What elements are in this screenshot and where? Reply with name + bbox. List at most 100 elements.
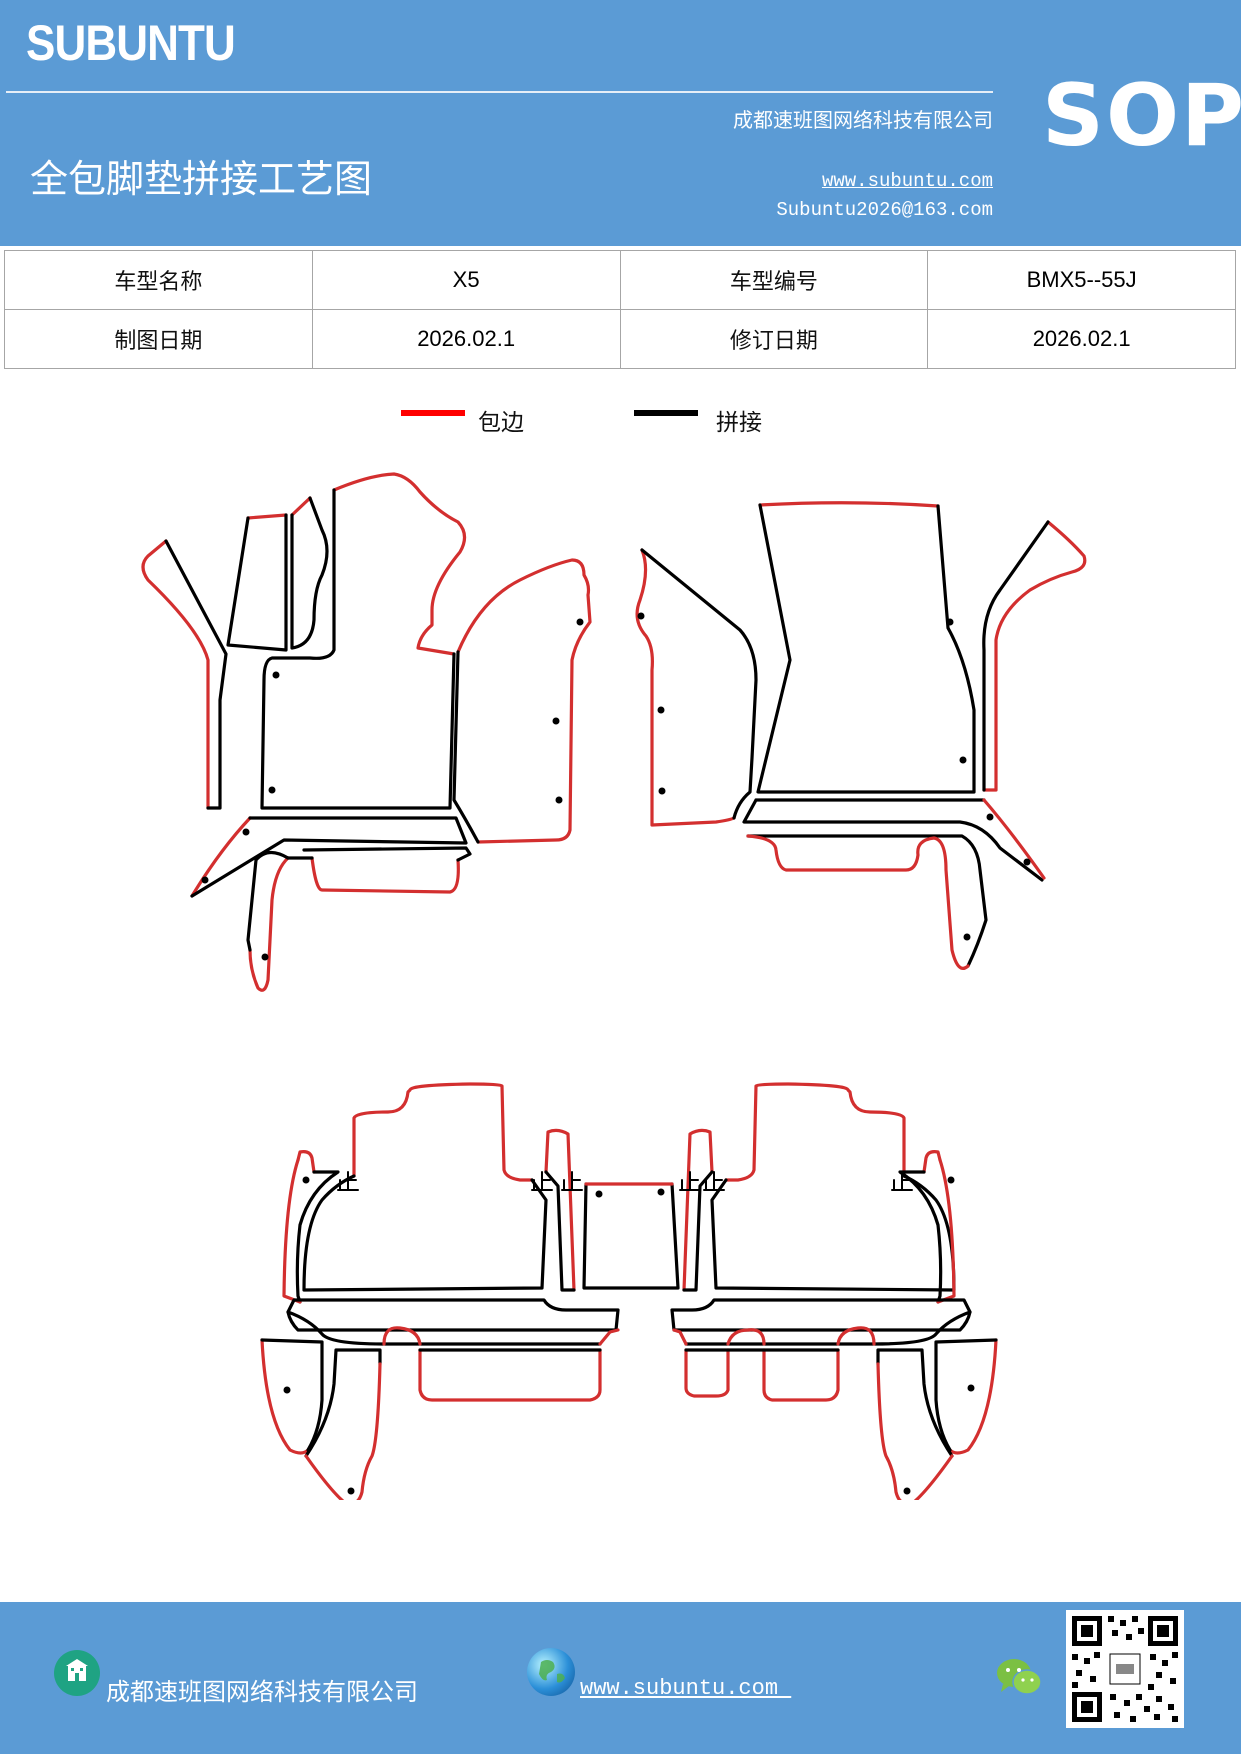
stitch-path [684, 1310, 972, 1346]
table-row: 车型名称 X5 车型编号 BMX5--55J [4, 250, 1236, 310]
edge-path [724, 1082, 906, 1182]
fastener-dot [947, 1176, 955, 1184]
company-name: 成都速班图网络科技有限公司 [733, 108, 993, 132]
edge-path [248, 856, 290, 992]
stitch-path [295, 1170, 340, 1304]
rear-right-mat [670, 1082, 998, 1500]
stitch-path [670, 1298, 972, 1332]
edge-path [310, 856, 460, 894]
fastener-dots [201, 612, 1031, 1495]
edge-path [456, 558, 592, 844]
seam-marker [531, 1171, 553, 1191]
fastener-dot [963, 933, 971, 941]
edge-path [352, 1082, 534, 1182]
fastener-dot [1023, 858, 1031, 866]
fastener-dot [268, 786, 276, 794]
draw-date-label: 制图日期 [4, 309, 313, 369]
edge-path [936, 1158, 956, 1304]
website-link[interactable]: www.subuntu.com [821, 170, 993, 192]
stitch-path [304, 1348, 382, 1458]
fastener-dot [946, 618, 954, 626]
edge-path [190, 816, 252, 898]
stitch-path [260, 488, 456, 810]
email-address: Subuntu2026@163.com [776, 199, 993, 221]
edge-path [982, 520, 1087, 792]
globe-icon [527, 1648, 575, 1696]
draw-date-value: 2026.02.1 [311, 309, 621, 369]
stitch-path [582, 1182, 680, 1290]
center-tunnel-mat [582, 1182, 680, 1290]
stitch-path [286, 1298, 620, 1332]
seam-marker [891, 1171, 913, 1191]
floor-mat-diagram [141, 472, 1087, 1500]
edge-path [982, 798, 1046, 880]
footer-banner: 成都速班图网络科技有限公司 www.subuntu.com [0, 1602, 1241, 1754]
edge-path [290, 496, 312, 517]
vehicle-info-table: 车型名称 X5 车型编号 BMX5--55J 制图日期 2026.02.1 修订… [4, 250, 1236, 369]
edge-path [746, 834, 970, 970]
fastener-dot [658, 787, 666, 795]
model-code-label: 车型编号 [619, 250, 929, 310]
qr-code [1066, 1610, 1184, 1728]
edge-path [544, 1128, 576, 1292]
footer-website-link[interactable]: www.subuntu.com [580, 1676, 792, 1701]
stitch-path [246, 850, 290, 952]
stitch-path [982, 520, 1050, 792]
edge-path [246, 513, 288, 520]
edge-path [948, 1338, 998, 1455]
fastener-dot [261, 953, 269, 961]
front-right-mat [635, 501, 1087, 970]
edge-path [418, 1348, 602, 1402]
fastener-dot [959, 756, 967, 764]
model-name-value: X5 [311, 250, 621, 310]
seam-marker [337, 1171, 359, 1191]
brand-logo: SUBUNTU [26, 15, 236, 71]
edge-path [382, 1326, 620, 1346]
fastener-dot [201, 876, 209, 884]
stitch-path [286, 846, 472, 862]
stitch-path [290, 496, 329, 650]
fastener-dot [637, 612, 645, 620]
document-title: 全包脚垫拼接工艺图 [30, 157, 373, 201]
edge-path [304, 1362, 382, 1500]
sop-badge: SOP [1042, 66, 1241, 166]
revision-date-value: 2026.02.1 [927, 309, 1236, 369]
edge-path [282, 1158, 302, 1304]
legend-stitch-swatch [634, 410, 698, 416]
wechat-icon[interactable] [995, 1654, 1045, 1700]
stitch-path [302, 1174, 548, 1292]
fastener-dot [552, 717, 560, 725]
stitch-path [742, 798, 1044, 882]
stitch-path [756, 503, 976, 794]
edge-path [260, 1338, 310, 1455]
stitch-path [544, 1170, 576, 1292]
stitch-path [164, 539, 228, 810]
footer-company-name: 成都速班图网络科技有限公司 [106, 1678, 418, 1706]
stitch-path [746, 834, 988, 968]
front-left-mat [141, 472, 592, 992]
fastener-dot [242, 828, 250, 836]
stitch-path [640, 548, 758, 820]
stitch-path [898, 1170, 943, 1304]
seam-marker [679, 1171, 701, 1191]
edge-path [684, 1348, 840, 1402]
fastener-dot [657, 1188, 665, 1196]
fastener-dot [986, 813, 994, 821]
edge-path [758, 501, 940, 508]
fastener-dot [576, 618, 584, 626]
fastener-dot [595, 1190, 603, 1198]
edge-path [922, 1150, 942, 1174]
edge-path [141, 539, 210, 810]
seam-marker [703, 1171, 725, 1191]
fastener-dot [903, 1487, 911, 1495]
fastener-dot [347, 1487, 355, 1495]
building-icon [54, 1650, 100, 1696]
edge-path [672, 1326, 876, 1346]
legend-stitch-label: 拼接 [716, 410, 762, 436]
legend-edge-swatch [401, 410, 465, 416]
fastener-dot [302, 1176, 310, 1184]
stitch-path [190, 816, 468, 898]
header-divider [6, 91, 993, 93]
edge-path [682, 1128, 714, 1292]
stitch-path [934, 1338, 998, 1452]
